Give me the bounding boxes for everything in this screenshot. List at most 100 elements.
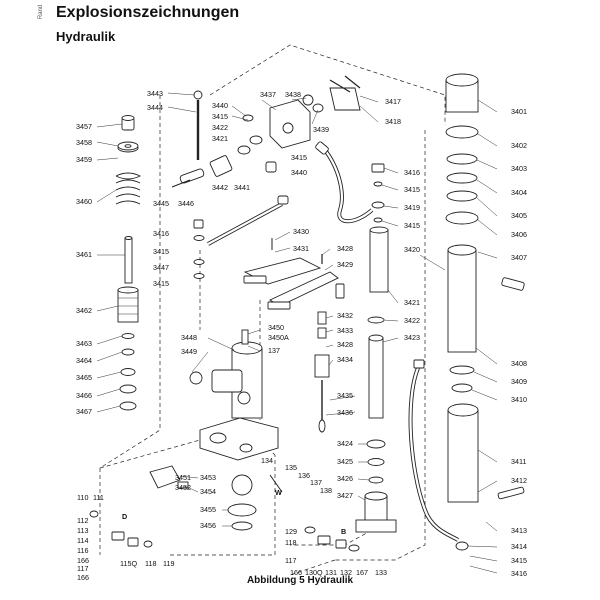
release-valve-stack — [314, 254, 330, 433]
callout-3415-e: 3415 — [404, 185, 420, 194]
callout-3439: 3439 — [313, 125, 329, 134]
figure-caption: Abbildung 5 Hydraulik — [246, 575, 354, 586]
callout-3404: 3404 — [511, 188, 527, 197]
callout-3448: 3448 — [181, 333, 197, 342]
callout-129: 129 — [285, 527, 297, 536]
callout-3428-a: 3428 — [337, 244, 353, 253]
callout-133: 133 — [375, 568, 387, 577]
upper-hydraulic-hose — [265, 141, 374, 224]
callout-3451: 3451 — [175, 473, 191, 482]
callout-3416-a: 3416 — [153, 229, 169, 238]
callout-166-b: 166 — [77, 573, 89, 582]
callout-166-a: 166 — [77, 556, 89, 565]
callout-117-a: 117 — [77, 564, 88, 573]
callout-3407: 3407 — [511, 253, 527, 262]
reservoir-tubes — [355, 163, 397, 533]
callout-166-c: 166 — [290, 568, 302, 577]
callout-3464: 3464 — [76, 356, 92, 365]
callout-3413: 3413 — [511, 526, 527, 535]
callout-3440-b: 3440 — [291, 168, 307, 177]
callout-3415-f: 3415 — [404, 221, 420, 230]
pump-body — [189, 329, 279, 461]
callout-3435: 3435 — [337, 391, 353, 400]
callout-118-b: 118 — [285, 538, 296, 547]
callout-3403: 3403 — [511, 164, 527, 173]
callout-3424: 3424 — [337, 439, 353, 448]
callout-3429: 3429 — [337, 260, 353, 269]
callout-3420: 3420 — [404, 245, 420, 254]
callout-3423: 3423 — [404, 333, 420, 342]
callout-3462: 3462 — [76, 306, 92, 315]
callout-b: B — [341, 527, 346, 536]
callout-132: 132 — [340, 568, 352, 577]
callout-3465: 3465 — [76, 373, 92, 382]
callout-3422: 3422 — [212, 123, 228, 132]
callout-116: 116 — [77, 546, 88, 555]
callout-119: 119 — [163, 559, 174, 568]
callout-3409: 3409 — [511, 377, 527, 386]
callout-3428-b: 3428 — [337, 340, 353, 349]
part-callouts: 3443 3444 3457 3458 3459 3460 3461 3462 … — [76, 89, 527, 582]
callout-3402: 3402 — [511, 141, 527, 150]
callout-3415-b: 3415 — [291, 153, 307, 162]
callout-3415-c: 3415 — [153, 247, 169, 256]
callout-3415-g: 3415 — [511, 556, 527, 565]
callout-134: 134 — [261, 456, 273, 465]
callout-138: 138 — [320, 486, 332, 495]
callout-3426: 3426 — [337, 474, 353, 483]
callout-3415-d: 3415 — [153, 279, 169, 288]
callout-3443: 3443 — [147, 89, 163, 98]
callout-3454: 3454 — [200, 487, 216, 496]
callout-135: 135 — [285, 463, 297, 472]
callout-3452: 3452 — [175, 483, 191, 492]
callout-3430: 3430 — [293, 227, 309, 236]
callout-113: 113 — [77, 526, 88, 535]
callout-3412: 3412 — [511, 476, 527, 485]
callout-3436: 3436 — [337, 408, 353, 417]
callout-3442: 3442 — [212, 183, 228, 192]
callout-110: 110 — [77, 493, 88, 502]
callout-3447: 3447 — [153, 263, 169, 272]
pump-handle-pin — [171, 90, 233, 188]
callout-3459: 3459 — [76, 155, 92, 164]
callout-3467: 3467 — [76, 407, 92, 416]
callout-3416-c: 3416 — [511, 569, 527, 578]
callout-3463: 3463 — [76, 339, 92, 348]
diagonal-hydraulic-hose — [193, 195, 289, 279]
callout-3446: 3446 — [178, 199, 194, 208]
callout-3441: 3441 — [234, 183, 250, 192]
callout-3458: 3458 — [76, 138, 92, 147]
callout-3450a: 3450A — [268, 333, 289, 342]
page-subtitle: Hydraulik — [56, 29, 116, 44]
callout-115q: 115Q — [120, 559, 137, 568]
callout-136: 136 — [298, 471, 310, 480]
callout-3414: 3414 — [511, 542, 527, 551]
callout-137-b: 137 — [310, 478, 322, 487]
callout-3408: 3408 — [511, 359, 527, 368]
callout-3411: 3411 — [511, 457, 526, 466]
callout-3421-b: 3421 — [404, 298, 420, 307]
callout-3427: 3427 — [337, 491, 353, 500]
callout-3455: 3455 — [200, 505, 216, 514]
callout-3418: 3418 — [385, 117, 401, 126]
callout-3432: 3432 — [337, 311, 353, 320]
callout-3457: 3457 — [76, 122, 92, 131]
callout-3450: 3450 — [268, 323, 284, 332]
callout-130q: 130Q — [305, 568, 323, 577]
callout-3453: 3453 — [200, 473, 216, 482]
callout-3419: 3419 — [404, 203, 420, 212]
callout-137-a: 137 — [268, 346, 280, 355]
callout-w: W — [275, 488, 282, 497]
callout-3449: 3449 — [181, 347, 197, 356]
callout-3461: 3461 — [76, 250, 92, 259]
callout-3466: 3466 — [76, 391, 92, 400]
callout-3410: 3410 — [511, 395, 527, 404]
callout-3417: 3417 — [385, 97, 401, 106]
page-title: Explosionszeichnungen — [56, 4, 240, 21]
top-manifold-block — [237, 75, 361, 155]
callout-d: D — [122, 512, 127, 521]
callout-3405: 3405 — [511, 211, 527, 220]
callout-3422-b: 3422 — [404, 316, 420, 325]
callout-3456: 3456 — [200, 521, 216, 530]
